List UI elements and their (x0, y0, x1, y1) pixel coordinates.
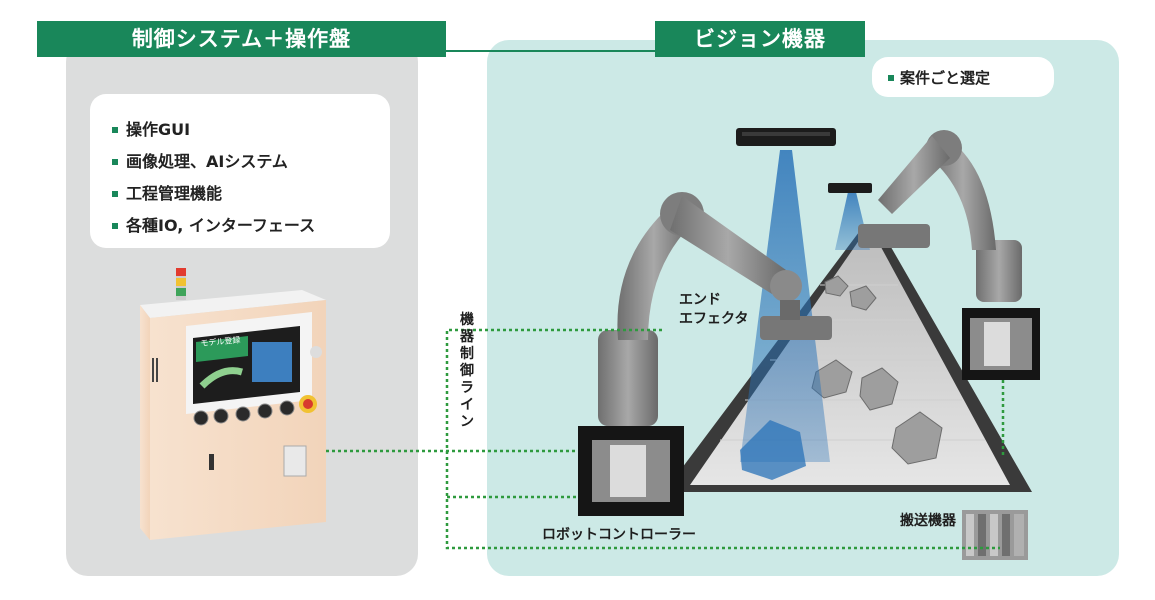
conveyor-equipment-device (962, 510, 1028, 560)
camera-small (828, 183, 872, 193)
feature-item: 工程管理機能 (112, 178, 390, 210)
features-callout: 操作GUI 画像処理、AIシステム 工程管理機能 各種IO, インターフェース (90, 94, 390, 248)
feature-label: 各種IO, インターフェース (126, 216, 316, 235)
camera-main (736, 128, 836, 146)
end-effector-label-line1: エンド (679, 292, 721, 308)
control-line-label: 機器制御ライン (460, 312, 474, 430)
bullet-icon (112, 191, 118, 197)
control-cabinet (140, 268, 326, 540)
bullet-icon (112, 159, 118, 165)
workpieces (811, 275, 943, 465)
selection-note-label: 案件ごと選定 (900, 69, 991, 87)
feature-item: 画像処理、AIシステム (112, 146, 390, 178)
workpiece-in-beam (740, 420, 806, 480)
control-lines (326, 328, 1005, 550)
feature-label: 工程管理機能 (126, 184, 223, 203)
control-system-header: 制御システム＋操作盤 (37, 21, 446, 57)
feature-item: 操作GUI (112, 114, 390, 146)
bullet-icon (888, 75, 894, 81)
robot-controller-device-right (962, 308, 1040, 380)
robot-arm-left (598, 192, 832, 426)
feature-label: 操作GUI (126, 120, 191, 139)
robot-arm-right (858, 130, 1022, 302)
feature-label: 画像処理、AIシステム (126, 152, 288, 171)
feature-item: 各種IO, インターフェース (112, 210, 390, 242)
features-list: 操作GUI 画像処理、AIシステム 工程管理機能 各種IO, インターフェース (90, 94, 390, 242)
selection-note-callout: 案件ごと選定 (872, 57, 1054, 97)
conveyor-equipment-label: 搬送機器 (900, 513, 956, 529)
robot-controller-device (578, 426, 684, 516)
robot-controller-label: ロボットコントローラー (542, 527, 696, 543)
bullet-icon (112, 223, 118, 229)
bullet-icon (112, 127, 118, 133)
vision-equipment-header: ビジョン機器 (655, 21, 865, 57)
end-effector-label-line2: エフェクタ (679, 311, 749, 327)
